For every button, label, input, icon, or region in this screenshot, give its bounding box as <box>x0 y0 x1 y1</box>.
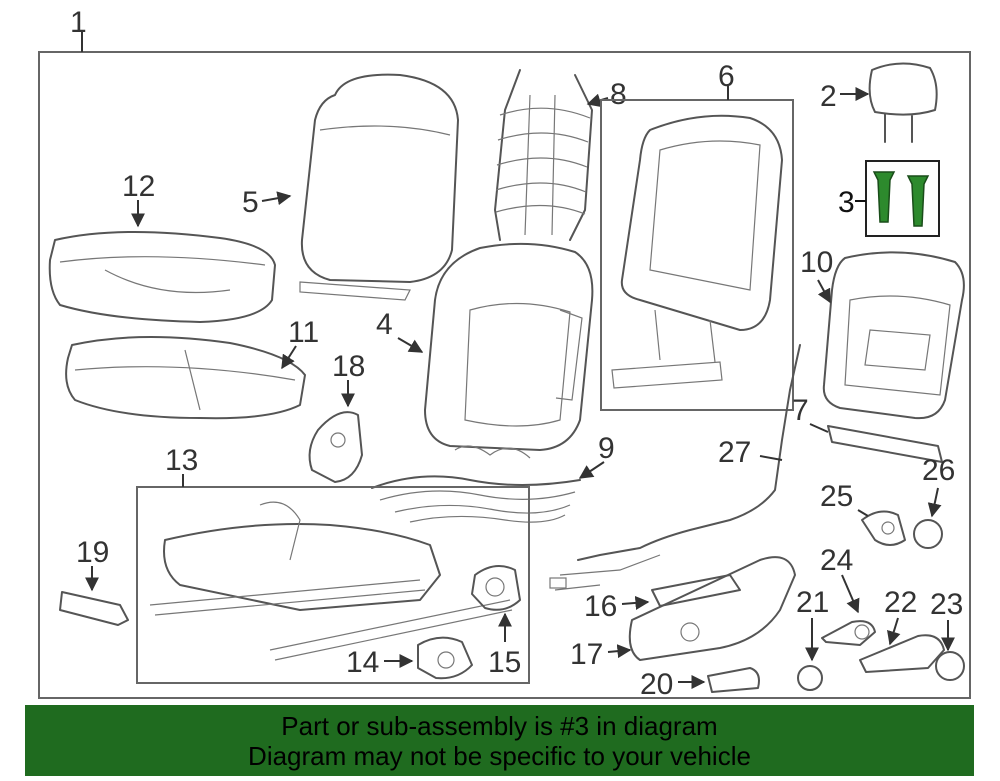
part-13-seat-adjuster <box>149 501 513 661</box>
callout-22: 22 <box>884 586 917 619</box>
leader-9 <box>578 461 605 479</box>
leader-5 <box>261 191 292 206</box>
callout-8: 8 <box>610 78 627 111</box>
callout-11: 11 <box>288 316 319 349</box>
banner-line-2: Diagram may not be specific to your vehi… <box>248 741 751 771</box>
callout-13: 13 <box>165 444 198 477</box>
callout-23: 23 <box>930 588 963 621</box>
callout-6: 6 <box>718 60 735 93</box>
part-25-knob <box>861 510 906 546</box>
info-banner: Part or sub-assembly is #3 in diagram Di… <box>25 705 974 776</box>
part-7-trim <box>827 425 943 463</box>
part-16-switch <box>651 574 741 607</box>
part-27-wire-harness <box>549 344 801 591</box>
callout-7: 7 <box>792 394 809 427</box>
part-3-headrest-guide <box>872 171 930 227</box>
leader-10 <box>817 279 831 304</box>
part-10-back-panel <box>822 251 965 420</box>
part-20-handle <box>707 667 760 693</box>
callout-16: 16 <box>584 590 617 623</box>
callout-26: 26 <box>922 454 955 487</box>
part-26-cap <box>913 519 943 549</box>
callout-15: 15 <box>488 646 521 679</box>
part-11-seat-cushion-cover <box>65 335 306 420</box>
leader-26 <box>927 487 942 518</box>
part-6-seat-back-frame <box>611 114 783 389</box>
leader-27 <box>759 455 783 461</box>
callout-18: 18 <box>332 350 365 383</box>
callout-19: 19 <box>76 536 109 569</box>
callout-14: 14 <box>346 646 379 679</box>
part-14-motor <box>417 636 473 680</box>
part-24-knob <box>821 620 876 646</box>
leader-11 <box>281 345 297 370</box>
callout-21: 21 <box>796 586 829 619</box>
assembly-frame <box>38 51 971 699</box>
leader-4 <box>397 337 424 353</box>
callout-4: 4 <box>376 308 393 341</box>
part-15-recliner-motor <box>471 565 521 611</box>
part-18-bracket <box>308 411 363 483</box>
callout-2: 2 <box>820 80 837 113</box>
part-8-seat-back-spring <box>494 69 593 241</box>
callout-20: 20 <box>640 668 673 701</box>
banner-line-1: Part or sub-assembly is #3 in diagram <box>281 711 718 741</box>
leader-7 <box>809 423 829 433</box>
part-23-cap <box>935 651 965 681</box>
callout-3: 3 <box>838 186 855 219</box>
part-19-side-cover <box>59 591 129 626</box>
callout-5: 5 <box>242 186 259 219</box>
callout-27: 27 <box>718 436 751 469</box>
part-21-clip <box>797 665 823 691</box>
leader-16 <box>621 595 650 610</box>
leader-25 <box>857 509 869 517</box>
part-22-lever <box>859 634 945 673</box>
part-17-side-shield <box>628 556 796 661</box>
part-9-cushion-spring <box>371 445 581 523</box>
part-5-seat-back-cover <box>299 73 459 301</box>
part-12-seat-cushion-pad <box>48 230 276 323</box>
leader-24 <box>841 574 860 614</box>
part-6-box <box>600 99 794 411</box>
callout-1: 1 <box>70 6 87 39</box>
leader-17 <box>607 644 632 659</box>
part-13-box <box>136 486 530 684</box>
leader-22 <box>887 617 901 646</box>
part-2-headrest <box>868 62 938 143</box>
callout-12: 12 <box>122 170 155 203</box>
part-3-box <box>865 160 940 237</box>
callout-17: 17 <box>570 638 603 671</box>
callout-25: 25 <box>820 480 853 513</box>
callout-10: 10 <box>800 246 833 279</box>
part-4-seat-back-pad <box>424 242 594 451</box>
callout-9: 9 <box>598 432 615 465</box>
callout-24: 24 <box>820 544 853 577</box>
